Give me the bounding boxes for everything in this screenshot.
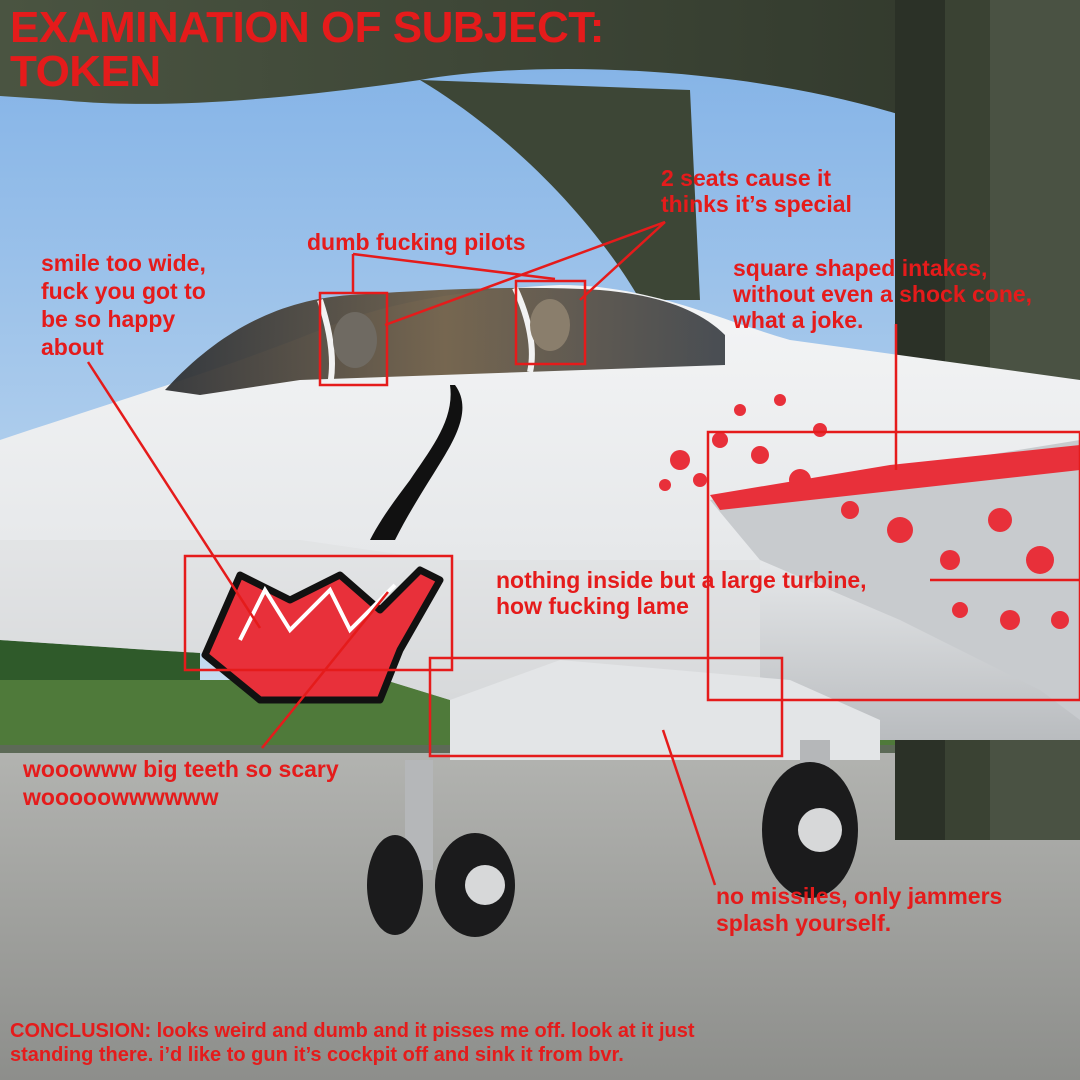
page-title: EXAMINATION OF SUBJECT: TOKEN	[10, 6, 604, 94]
pilot-front	[333, 312, 377, 368]
conclusion-line-2: standing there. i’d like to gun it’s coc…	[10, 1044, 624, 1066]
title-line-2: TOKEN	[10, 47, 161, 96]
annotation-missiles: no missiles, only jammers splash yoursel…	[716, 883, 1002, 937]
annotation-missiles-line-2: splash yourself.	[716, 910, 892, 936]
annotation-intakes-line-3: what a joke.	[733, 307, 864, 333]
pilot-rear	[530, 299, 570, 351]
annotation-turbine-line-2: how fucking lame	[496, 593, 689, 619]
annotation-teeth: wooowww big teeth so scary wooooowwwwww	[23, 755, 339, 811]
intake	[710, 440, 1080, 720]
annotation-seats: 2 seats cause it thinks it’s special	[661, 165, 852, 217]
annotation-intakes-line-2: without even a shock cone,	[733, 281, 1033, 307]
annotation-pilots-text: dumb fucking pilots	[307, 229, 526, 255]
annotation-turbine: nothing inside but a large turbine, how …	[496, 567, 867, 619]
annotation-turbine-line-1: nothing inside but a large turbine,	[496, 567, 867, 593]
line-teeth	[261, 591, 389, 749]
sponson	[450, 660, 880, 760]
annotation-seats-line-1: 2 seats cause it	[661, 165, 832, 191]
annotation-missiles-line-1: no missiles, only jammers	[716, 883, 1003, 909]
hangar-roof	[0, 0, 1080, 190]
annotation-smile-line-3: be so happy	[41, 306, 176, 332]
annotation-overlays	[86, 220, 1080, 886]
box-rear-pilot	[514, 279, 587, 366]
box-sponson	[428, 656, 784, 758]
line-missiles	[661, 729, 717, 886]
nose-wheel-hub	[465, 865, 505, 905]
intake-lip	[710, 445, 1080, 510]
box-intake	[706, 430, 1080, 702]
annotation-intakes: square shaped intakes, without even a sh…	[733, 255, 1032, 333]
nose-wheel-left	[367, 835, 423, 935]
annotation-smile: smile too wide, fuck you got to be so ha…	[41, 249, 206, 361]
annotation-seats-line-2: thinks it’s special	[661, 191, 852, 217]
line-seats-a	[384, 220, 666, 327]
conclusion: CONCLUSION: looks weird and dumb and it …	[10, 1019, 695, 1067]
nose-marking	[370, 385, 463, 540]
annotation-smile-line-2: fuck you got to	[41, 278, 206, 304]
shark-teeth	[238, 583, 397, 641]
annotation-pilots: dumb fucking pilots	[307, 229, 526, 256]
annotation-intakes-line-1: square shaped intakes,	[733, 255, 988, 281]
hangar-arch	[420, 80, 700, 300]
line-smile	[86, 361, 262, 629]
annotation-smile-line-1: smile too wide,	[41, 250, 206, 276]
conclusion-line-1: CONCLUSION: looks weird and dumb and it …	[10, 1020, 695, 1042]
annotation-teeth-line-1: wooowww big teeth so scary	[23, 756, 339, 782]
title-line-1: EXAMINATION OF SUBJECT:	[10, 3, 604, 52]
main-wheel-hub	[798, 808, 842, 852]
line-seats-b	[579, 221, 666, 301]
shark-mouth	[201, 566, 444, 704]
annotation-teeth-line-2: wooooowwwwww	[23, 784, 219, 810]
annotation-smile-line-4: about	[41, 334, 104, 360]
box-shark-mouth	[183, 554, 454, 672]
